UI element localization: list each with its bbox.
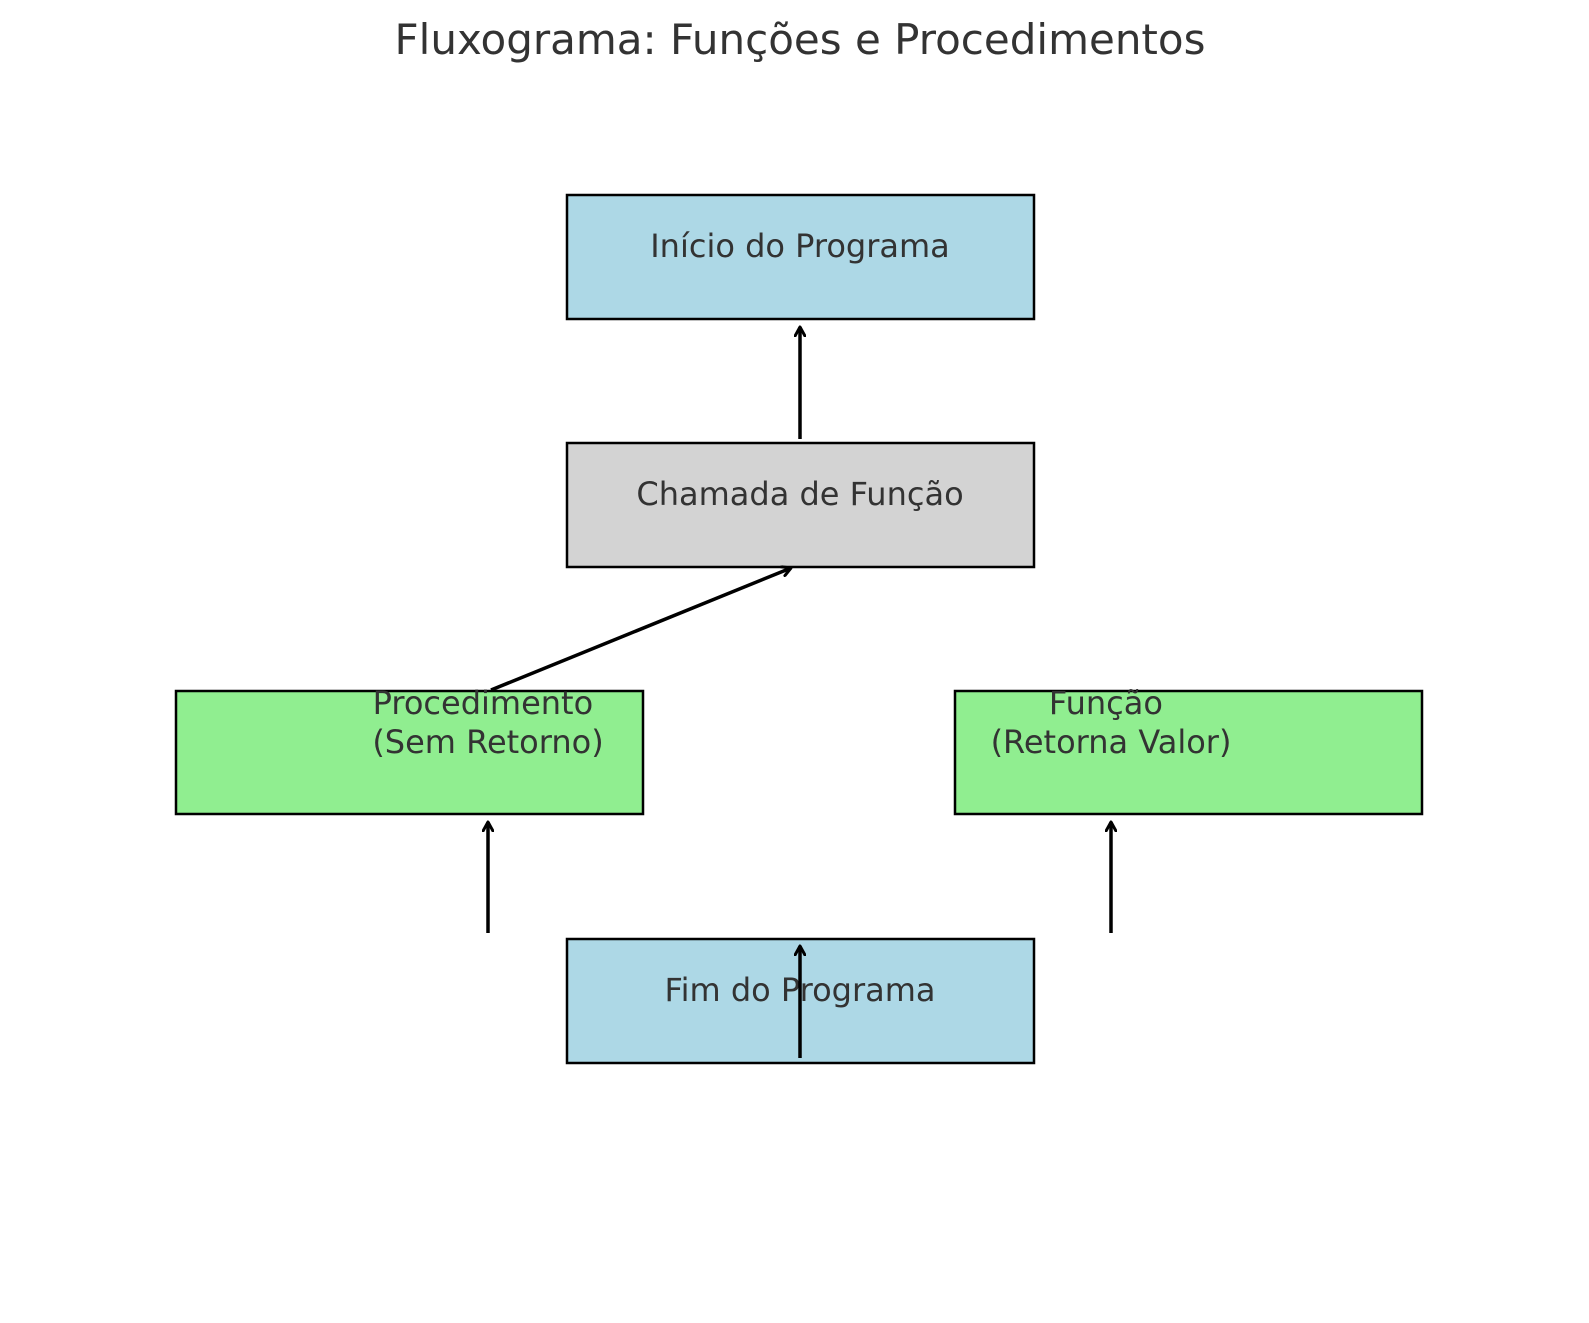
arrow-procedimento-to-chamada [490,568,791,692]
node-inicio-box [565,193,1036,321]
node-procedimento-line-1: Procedimento [373,684,594,722]
node-chamada-line: Chamada de Função [636,475,963,513]
diagram-title: Fluxograma: Funções e Procedimentos [395,15,1206,64]
node-procedimento-label: Procedimento (Sem Retorno) [372,684,603,761]
node-funcao-line-1: Função [1049,684,1163,722]
node-funcao-label: Função (Retorna Valor) [991,684,1232,761]
node-inicio-line: Início do Programa [650,227,950,265]
node-funcao-line-2: (Retorna Valor) [991,723,1232,761]
node-chamada-box [565,441,1036,569]
node-inicio-label: Início do Programa [650,227,950,265]
node-funcao-box [953,689,1424,816]
node-procedimento-line-2: (Sem Retorno) [372,723,603,761]
node-chamada-label: Chamada de Função [636,475,963,513]
node-procedimento-box [174,689,645,816]
